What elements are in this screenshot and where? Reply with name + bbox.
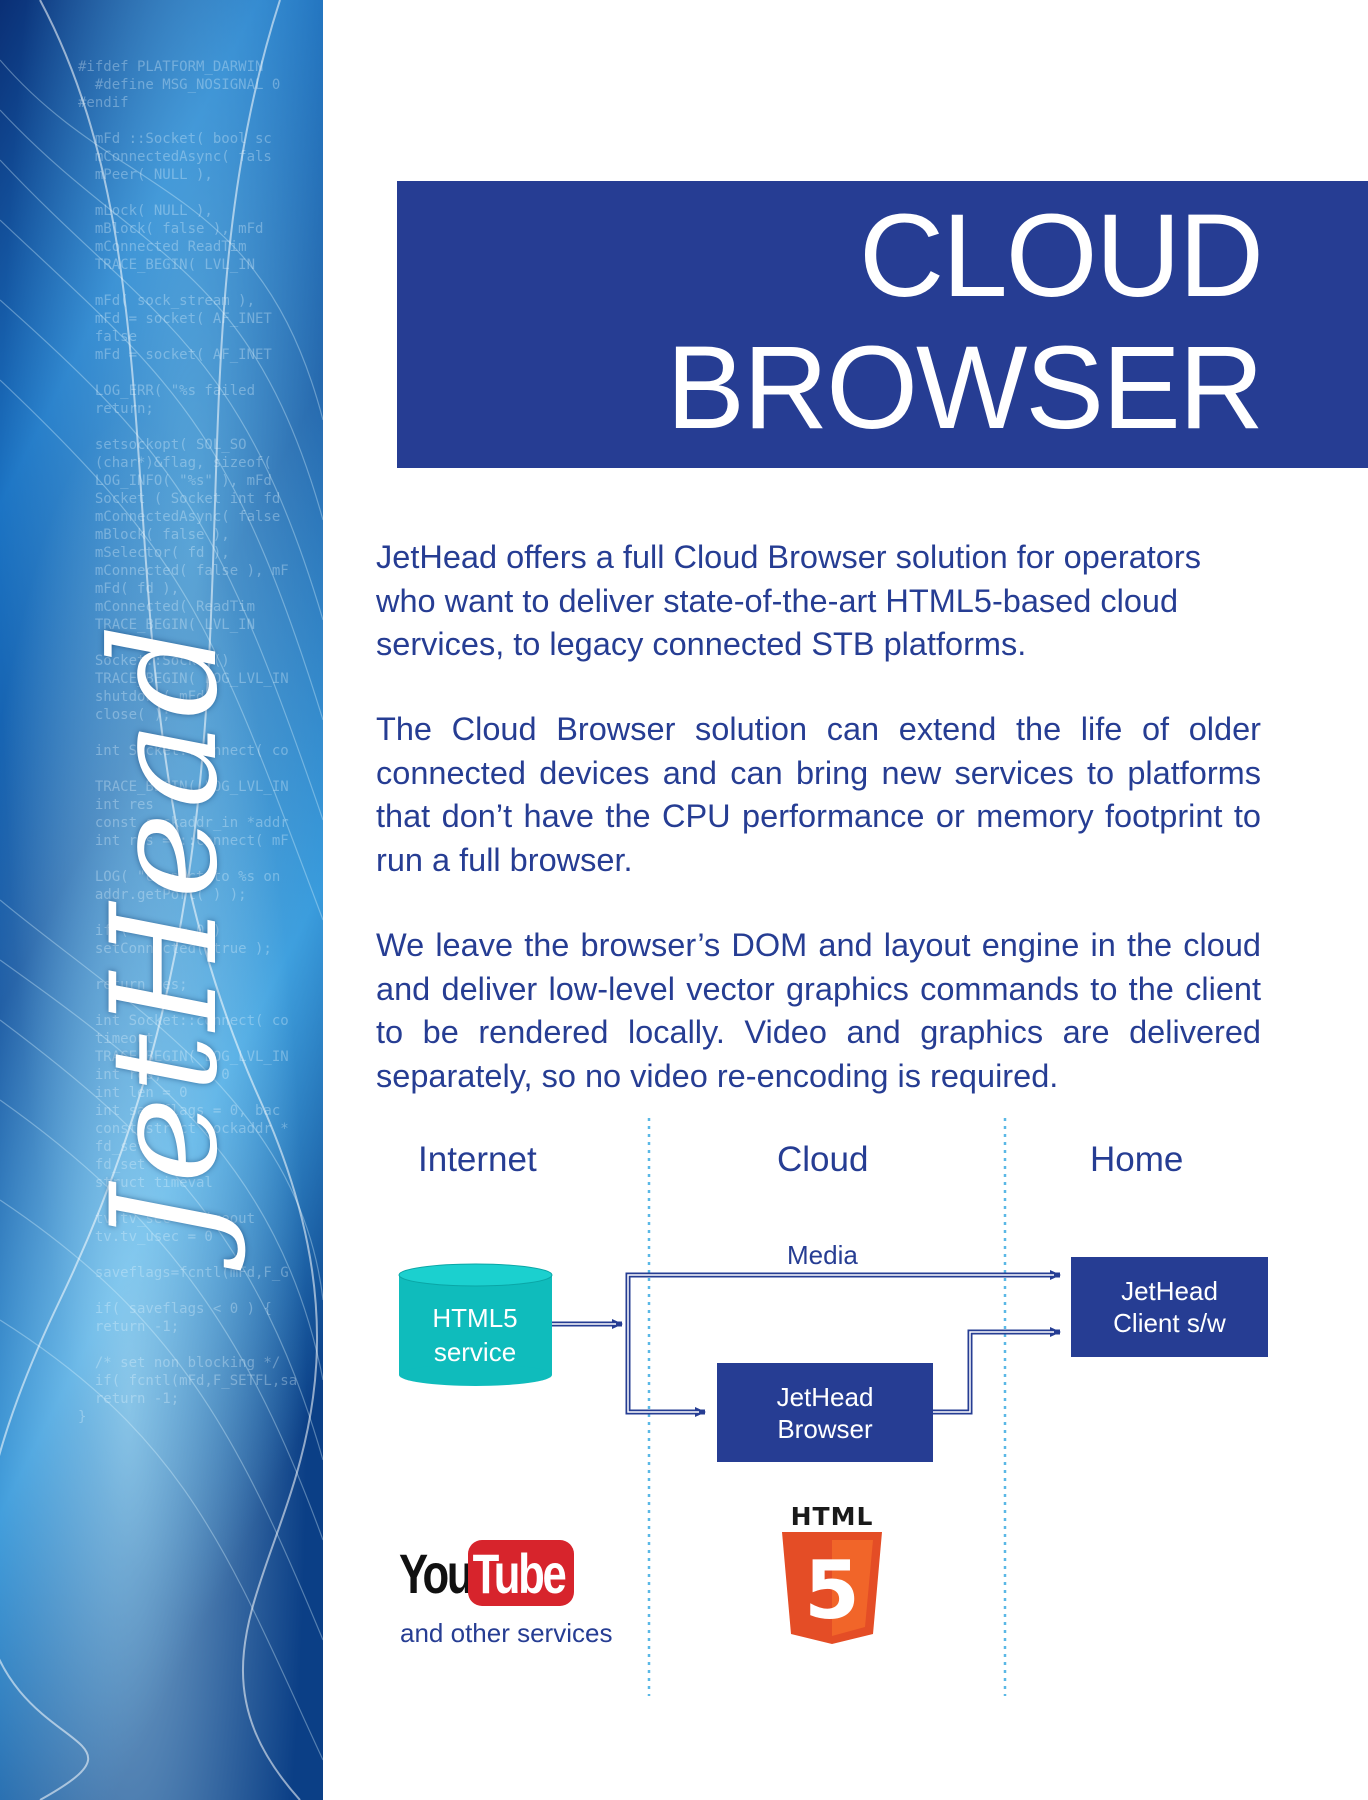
code-line: shutdown( mFd — [78, 689, 205, 705]
code-line: if ( res == 0 ) — [78, 923, 222, 939]
code-line: int res, len = 0 — [78, 1067, 230, 1083]
code-line: TRACE_BEGIN( LVL_IN — [78, 617, 256, 633]
code-line: TRACE_BEGIN( LVL_IN — [78, 257, 256, 273]
code-line: mLock( NULL ), — [78, 203, 213, 219]
code-line: LOG_ERR( "%s failed — [78, 383, 256, 399]
jethead-browser-box: JetHead Browser — [717, 1363, 933, 1462]
code-line: int Socket::connect( co — [78, 1013, 289, 1029]
code-line: Socket ( Socket int fd — [78, 491, 281, 507]
column-header-cloud: Cloud — [777, 1140, 869, 1179]
code-line: TRACE_BEGIN( LOG_LVL_IN — [78, 671, 289, 687]
code-line: TRACE_BEGIN( LOG_LVL_IN — [78, 779, 289, 795]
code-line: mConnected( false ), mF — [78, 563, 289, 579]
code-line: int len = 0 — [78, 1085, 188, 1101]
code-line: mFd ::Socket( bool sc — [78, 131, 272, 147]
youtube-logo-you: You — [399, 1542, 474, 1605]
to-browser-arrow — [625, 1324, 706, 1417]
html5-logo-digit: 5 — [804, 1544, 860, 1637]
sidebar-banner: #ifdef PLATFORM_DARWIN #define MSG_NOSIG… — [0, 0, 323, 1800]
title-banner: CLOUD BROWSER — [397, 181, 1368, 468]
code-line: TRACE_BEGIN( LOG_LVL_IN — [78, 1049, 289, 1065]
youtube-logo-tube: Tube — [472, 1542, 567, 1605]
code-line: } — [78, 1409, 87, 1425]
code-line: #define MSG_NOSIGNAL 0 — [78, 77, 281, 93]
code-line: mFd = socket( AF_INET — [78, 347, 272, 363]
code-line: mSelector( fd ), — [78, 545, 230, 561]
code-lines: #ifdef PLATFORM_DARWIN #define MSG_NOSIG… — [78, 58, 323, 1426]
service-line-2: service — [433, 1337, 517, 1367]
code-line: mFd = socket( AF_INET — [78, 311, 272, 327]
media-arrow — [625, 1270, 1061, 1324]
code-line: mFd( fd ), — [78, 581, 180, 597]
code-line: int res — [78, 797, 154, 813]
client-line-1: JetHead — [1121, 1276, 1218, 1306]
html5-logo-icon: 5 — [782, 1532, 882, 1644]
code-line: mBlock( false ), — [78, 527, 230, 543]
browser-to-client-arrow — [933, 1327, 1061, 1415]
code-line: int saveflags = 0, bac — [78, 1103, 281, 1119]
code-line: mFd( sock_stream ), — [78, 293, 256, 309]
code-line: saveflags=fcntl(mFd,F_G — [78, 1265, 289, 1281]
code-line: const sockaddr_in *addr — [78, 815, 289, 831]
code-line: mConnectedAsync( false — [78, 509, 281, 525]
code-line: /* set non blocking */ — [78, 1355, 281, 1371]
code-line: #endif — [78, 95, 129, 111]
code-line: tv.tv_usec = 0 — [78, 1229, 213, 1245]
service-line-1: HTML5 — [432, 1303, 518, 1333]
browser-line-1: JetHead — [776, 1381, 874, 1412]
youtube-logo-tube-badge: Tube — [468, 1540, 574, 1606]
code-line: int Socket::connect( co — [78, 743, 289, 759]
code-line: return; — [78, 401, 154, 417]
code-line: if( fcntl(mFd,F_SETFL,sa — [78, 1373, 298, 1389]
code-line: addr.getPort( ) ); — [78, 887, 247, 903]
architecture-paragraph: We leave the browser’s DOM and layout en… — [376, 927, 1261, 1094]
client-line-2: Client s/w — [1113, 1308, 1226, 1338]
code-line: mConnected( ReadTim — [78, 599, 256, 615]
code-line: return -1; — [78, 1319, 180, 1335]
column-header-home: Home — [1090, 1140, 1184, 1179]
html5-logo-word: HTML — [790, 1502, 874, 1531]
code-line: fd_set — [78, 1139, 146, 1155]
code-line: Socket::Socket() — [78, 653, 230, 669]
code-line: int res = ::connect( mF — [78, 833, 289, 849]
benefits-paragraph: The Cloud Browser solution can extend th… — [376, 711, 1261, 878]
code-line: mConnectedAsync( fals — [78, 149, 272, 165]
title-line-2: BROWSER — [666, 322, 1264, 454]
abstract-wave-background — [0, 0, 323, 1800]
column-header-internet: Internet — [418, 1140, 537, 1179]
html5-service-label: HTML5 service — [398, 1301, 552, 1369]
media-label: Media — [787, 1240, 858, 1270]
code-line: false — [78, 329, 138, 345]
other-services-label: and other services — [400, 1618, 613, 1648]
intro-paragraph: JetHead offers a full Cloud Browser solu… — [376, 539, 1201, 662]
code-line: return -1; — [78, 1391, 180, 1407]
html5-service-cylinder — [398, 1263, 553, 1386]
code-line: setConnected( true ); — [78, 941, 272, 957]
title-line-1: CLOUD — [858, 190, 1264, 322]
code-line: tv.tv_sec = timeout — [78, 1211, 256, 1227]
browser-line-2: Browser — [777, 1413, 873, 1444]
code-line: close( ); — [78, 707, 171, 723]
code-line: LOG_INFO( "%s" ), mFd — [78, 473, 272, 489]
code-line: fd_set fd_w — [78, 1157, 188, 1173]
code-line: setsockopt( SOL_SO — [78, 437, 247, 453]
code-line: if( saveflags < 0 ) { — [78, 1301, 272, 1317]
code-line: struct timeval — [78, 1175, 213, 1191]
code-line: mConnected ReadTim — [78, 239, 247, 255]
jethead-client-box: JetHead Client s/w — [1071, 1257, 1268, 1357]
code-line: timeout — [78, 1031, 154, 1047]
code-line: LOG( "connect to %s on — [78, 869, 281, 885]
code-line: return res; — [78, 977, 188, 993]
code-line: (char*)&flag, sizeof( — [78, 455, 272, 471]
code-line: mPeer( NULL ), — [78, 167, 213, 183]
code-line: #ifdef PLATFORM_DARWIN — [78, 59, 264, 75]
code-line: mBlock( false ), mFd — [78, 221, 264, 237]
code-line: const struct sockaddr * — [78, 1121, 289, 1137]
